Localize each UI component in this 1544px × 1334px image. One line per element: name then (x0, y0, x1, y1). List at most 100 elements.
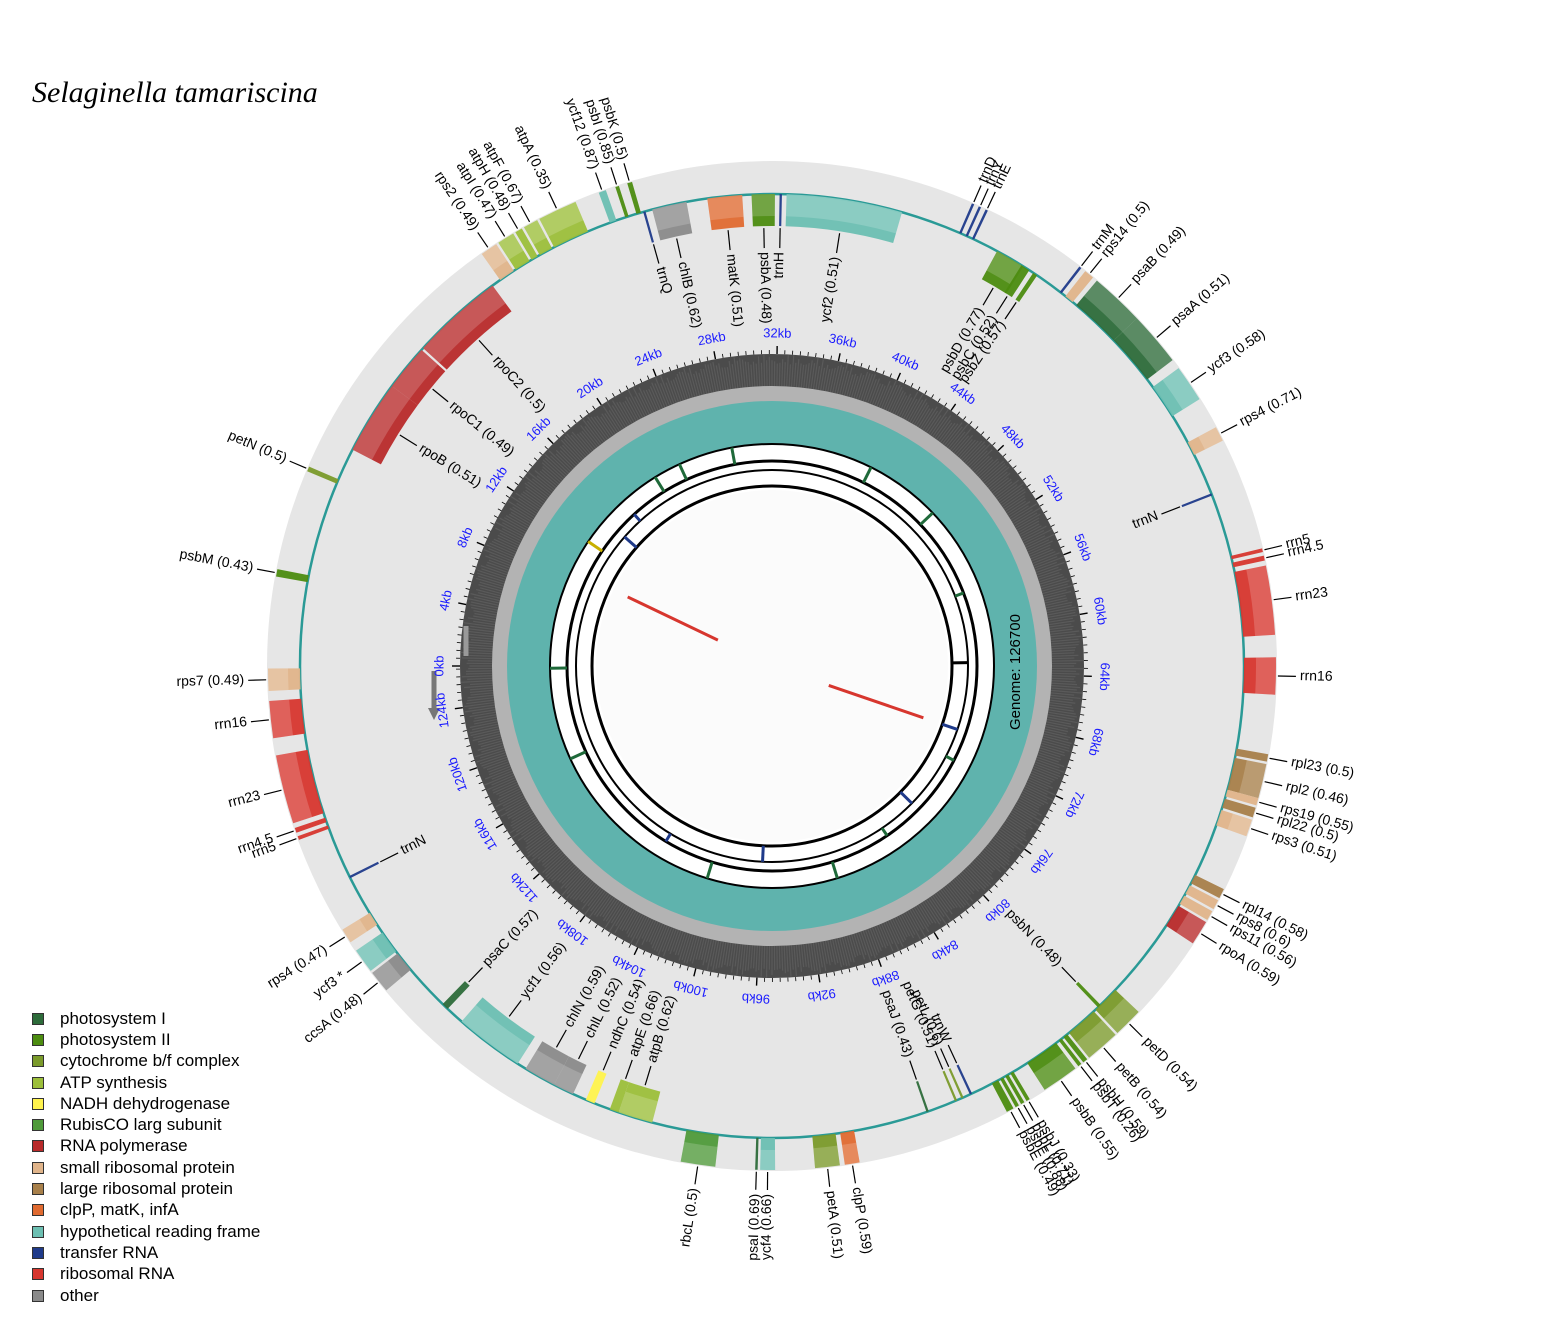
gc-bar (862, 374, 874, 402)
gene-block (643, 211, 654, 243)
gc-bar (495, 792, 523, 808)
gc-bar (488, 548, 514, 560)
gc-bar (467, 697, 494, 702)
gc-bar (971, 861, 991, 881)
gc-bar (945, 884, 965, 908)
gc-bar (473, 615, 496, 621)
gc-bar (1042, 589, 1067, 597)
tick-mark (1010, 867, 1014, 871)
gc-bar (702, 938, 710, 966)
gc-bar (489, 542, 516, 555)
gc-bar (934, 415, 952, 439)
tick-mark (484, 796, 489, 799)
gc-bar (1039, 576, 1065, 585)
tick-mark (463, 595, 468, 598)
gc-bar (739, 944, 744, 970)
tick-mark (493, 515, 498, 518)
gc-bar (885, 921, 900, 952)
gc-bar (744, 361, 749, 388)
gene-leader (578, 1040, 588, 1060)
repeat-mark (862, 466, 873, 484)
gc-bar (1049, 699, 1076, 704)
tick-mark (632, 381, 636, 386)
gene-leader (1081, 251, 1094, 267)
legend-item: other (32, 1285, 260, 1306)
gene-leader (1190, 371, 1207, 383)
gc-bar (898, 393, 912, 417)
gc-bar (562, 444, 580, 464)
gc-bar (476, 751, 506, 763)
gc-bar (544, 453, 568, 476)
gene-block (948, 1068, 964, 1099)
legend-item: large ribosomal protein (32, 1178, 260, 1199)
gc-bar (986, 845, 1010, 866)
tick-mark (460, 611, 465, 613)
gene-block (1185, 885, 1219, 910)
tick-mark (547, 437, 554, 445)
tick-mark (860, 362, 863, 368)
gc-bar (1050, 692, 1075, 696)
gc-bar (602, 406, 621, 432)
tick-mark (467, 580, 472, 583)
gc-bar (1035, 758, 1060, 769)
gc-bar (1038, 751, 1062, 761)
repeat-mark (633, 513, 642, 522)
gc-bar (1042, 737, 1071, 747)
tick-mark (1067, 766, 1072, 769)
repeat-mark (569, 750, 587, 761)
gene-block (1010, 1071, 1030, 1102)
tick-mark (521, 855, 525, 859)
gc-bar (993, 481, 1013, 497)
tick-mark (933, 932, 939, 940)
tick-mark (639, 378, 643, 383)
gc-bar (940, 422, 956, 443)
gc-bar (957, 875, 975, 895)
gc-bar (470, 601, 499, 609)
gc-bar (683, 367, 694, 398)
gene-leader (610, 167, 618, 185)
legend-label: photosystem I (60, 1008, 166, 1028)
gc-bar (951, 880, 969, 901)
tick-mark (1077, 729, 1082, 731)
gc-bar (795, 358, 800, 388)
tick-mark (592, 405, 596, 410)
gene-highlight (785, 194, 902, 234)
tick-mark (986, 436, 990, 441)
gene-block (1027, 1042, 1076, 1090)
gc-bar (1047, 609, 1076, 616)
gc-bar (726, 942, 732, 967)
gene-block (1059, 266, 1082, 294)
gc-bar (1041, 583, 1068, 592)
gc-bar (885, 384, 898, 411)
gc-bar (589, 892, 608, 918)
gc-bar (491, 770, 513, 780)
gene-highlight (391, 349, 438, 400)
gc-bar (559, 446, 578, 466)
repeat-mark (941, 722, 958, 731)
repeat-mark (664, 832, 672, 843)
gc-bar (499, 790, 522, 803)
gc-bar (1003, 495, 1026, 510)
gc-bar (509, 507, 533, 523)
gc-bar (608, 904, 627, 933)
gc-bar (996, 832, 1022, 851)
gene-label: psaI (0.69) (744, 1193, 762, 1260)
gc-bar (843, 367, 853, 396)
repeat-mark (653, 476, 666, 493)
gc-bar (758, 945, 761, 971)
tick-mark (920, 940, 924, 944)
gc-bar (1005, 497, 1026, 512)
gc-bar (521, 822, 541, 836)
gene-label: petN (0.5) (226, 427, 290, 466)
tick-mark (856, 966, 858, 971)
tick-mark (994, 884, 998, 888)
gc-bar (473, 610, 497, 616)
legend-label: NADH dehydrogenase (60, 1093, 231, 1113)
gc-bar (930, 896, 945, 917)
tick-mark (845, 358, 848, 363)
gc-bar (850, 375, 859, 398)
repeat-mark (705, 861, 714, 879)
gc-bar (734, 943, 739, 967)
tick-mark (971, 905, 975, 909)
gc-bar (960, 872, 980, 892)
